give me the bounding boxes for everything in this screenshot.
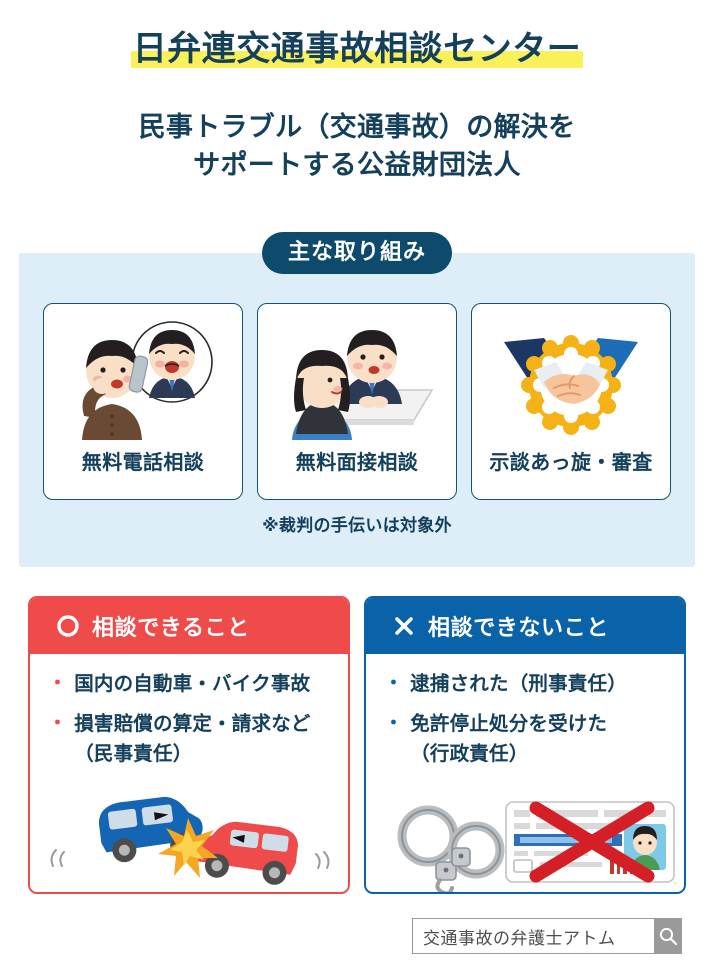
list-item-text: 逮捕された（刑事責任） [410,673,627,695]
handcuffs-and-revoked-license-illustration [366,792,684,892]
search-icon [659,927,677,946]
panel-can-consult-title: 相談できること [92,615,250,640]
bullet-dot: ・ [48,673,68,694]
list-item-text: 損害賠償の算定・請求など （民事責任） [74,713,311,765]
activity-card-settlement[interactable]: 示談あっ旋・審査 [471,303,671,500]
phone-consultation-illustration [50,312,236,440]
list-item-text: 国内の自動車・バイク事故 [74,673,311,695]
main-activities-section: 主な取り組み [19,232,695,567]
page-title-text: 日弁連交通事故相談センター [132,30,582,68]
search-bar[interactable] [412,918,682,954]
search-input[interactable] [413,919,654,953]
panel-can-consult-body: ・ 国内の自動車・バイク事故 ・ 損害賠償の算定・請求など （民事責任） [30,654,348,792]
activities-note: ※裁判の手伝いは対象外 [262,516,452,535]
activity-card-list: 無料電話相談 [19,303,695,500]
bullet-dot: ・ [384,713,404,735]
handshake-settlement-illustration [478,312,664,440]
page-subtitle-line1: 民事トラブル（交通事故）の解決を [138,112,576,142]
bullet-dot: ・ [384,673,404,694]
car-collision-illustration [30,792,348,892]
list-item: ・ 免許停止処分を受けた （行政責任） [384,710,670,769]
panel-cannot-consult-body: ・ 逮捕された（刑事責任） ・ 免許停止処分を受けた （行政責任） [366,654,684,792]
activity-card-label: 無料面接相談 [295,452,419,474]
activity-card-phone[interactable]: 無料電話相談 [43,303,243,500]
list-item: ・ 損害賠償の算定・請求など （民事責任） [48,710,334,769]
bullet-dot: ・ [48,713,68,735]
title-block: 日弁連交通事故相談センター [0,30,714,69]
search-button[interactable] [654,919,681,953]
list-item: ・ 逮捕された（刑事責任） [384,670,670,699]
list-item-text: 免許停止処分を受けた （行政責任） [410,713,608,765]
section-badge: 主な取り組み [261,232,452,274]
panel-cannot-consult-title: 相談できないこと [428,615,609,640]
panel-cannot-consult-header: 相談できないこと [366,598,684,654]
list-item: ・ 国内の自動車・バイク事故 [48,670,334,699]
panel-can-consult: 相談できること ・ 国内の自動車・バイク事故 ・ 損害賠償の算定・請求など （民… [28,596,350,894]
page-subtitle: 民事トラブル（交通事故）の解決を サポートする公益財団法人 [0,108,714,185]
face-to-face-consultation-illustration [264,312,450,440]
activity-card-label: 示談あっ旋・審査 [489,452,653,474]
title-highlight [130,51,584,69]
page-subtitle-line2: サポートする公益財団法人 [193,150,521,181]
page-title: 日弁連交通事故相談センター [129,30,586,69]
activity-card-interview[interactable]: 無料面接相談 [257,303,457,500]
section-badge-wrap: 主な取り組み [19,232,695,274]
panel-cannot-consult: 相談できないこと ・ 逮捕された（刑事責任） ・ 免許停止処分を受けた （行政責… [364,596,686,894]
consultation-scope-panels: 相談できること ・ 国内の自動車・バイク事故 ・ 損害賠償の算定・請求など （民… [28,596,686,894]
panel-can-consult-header: 相談できること [30,598,348,654]
activity-card-label: 無料電話相談 [81,452,205,474]
cross-icon [395,617,413,635]
circle-icon [57,615,79,637]
